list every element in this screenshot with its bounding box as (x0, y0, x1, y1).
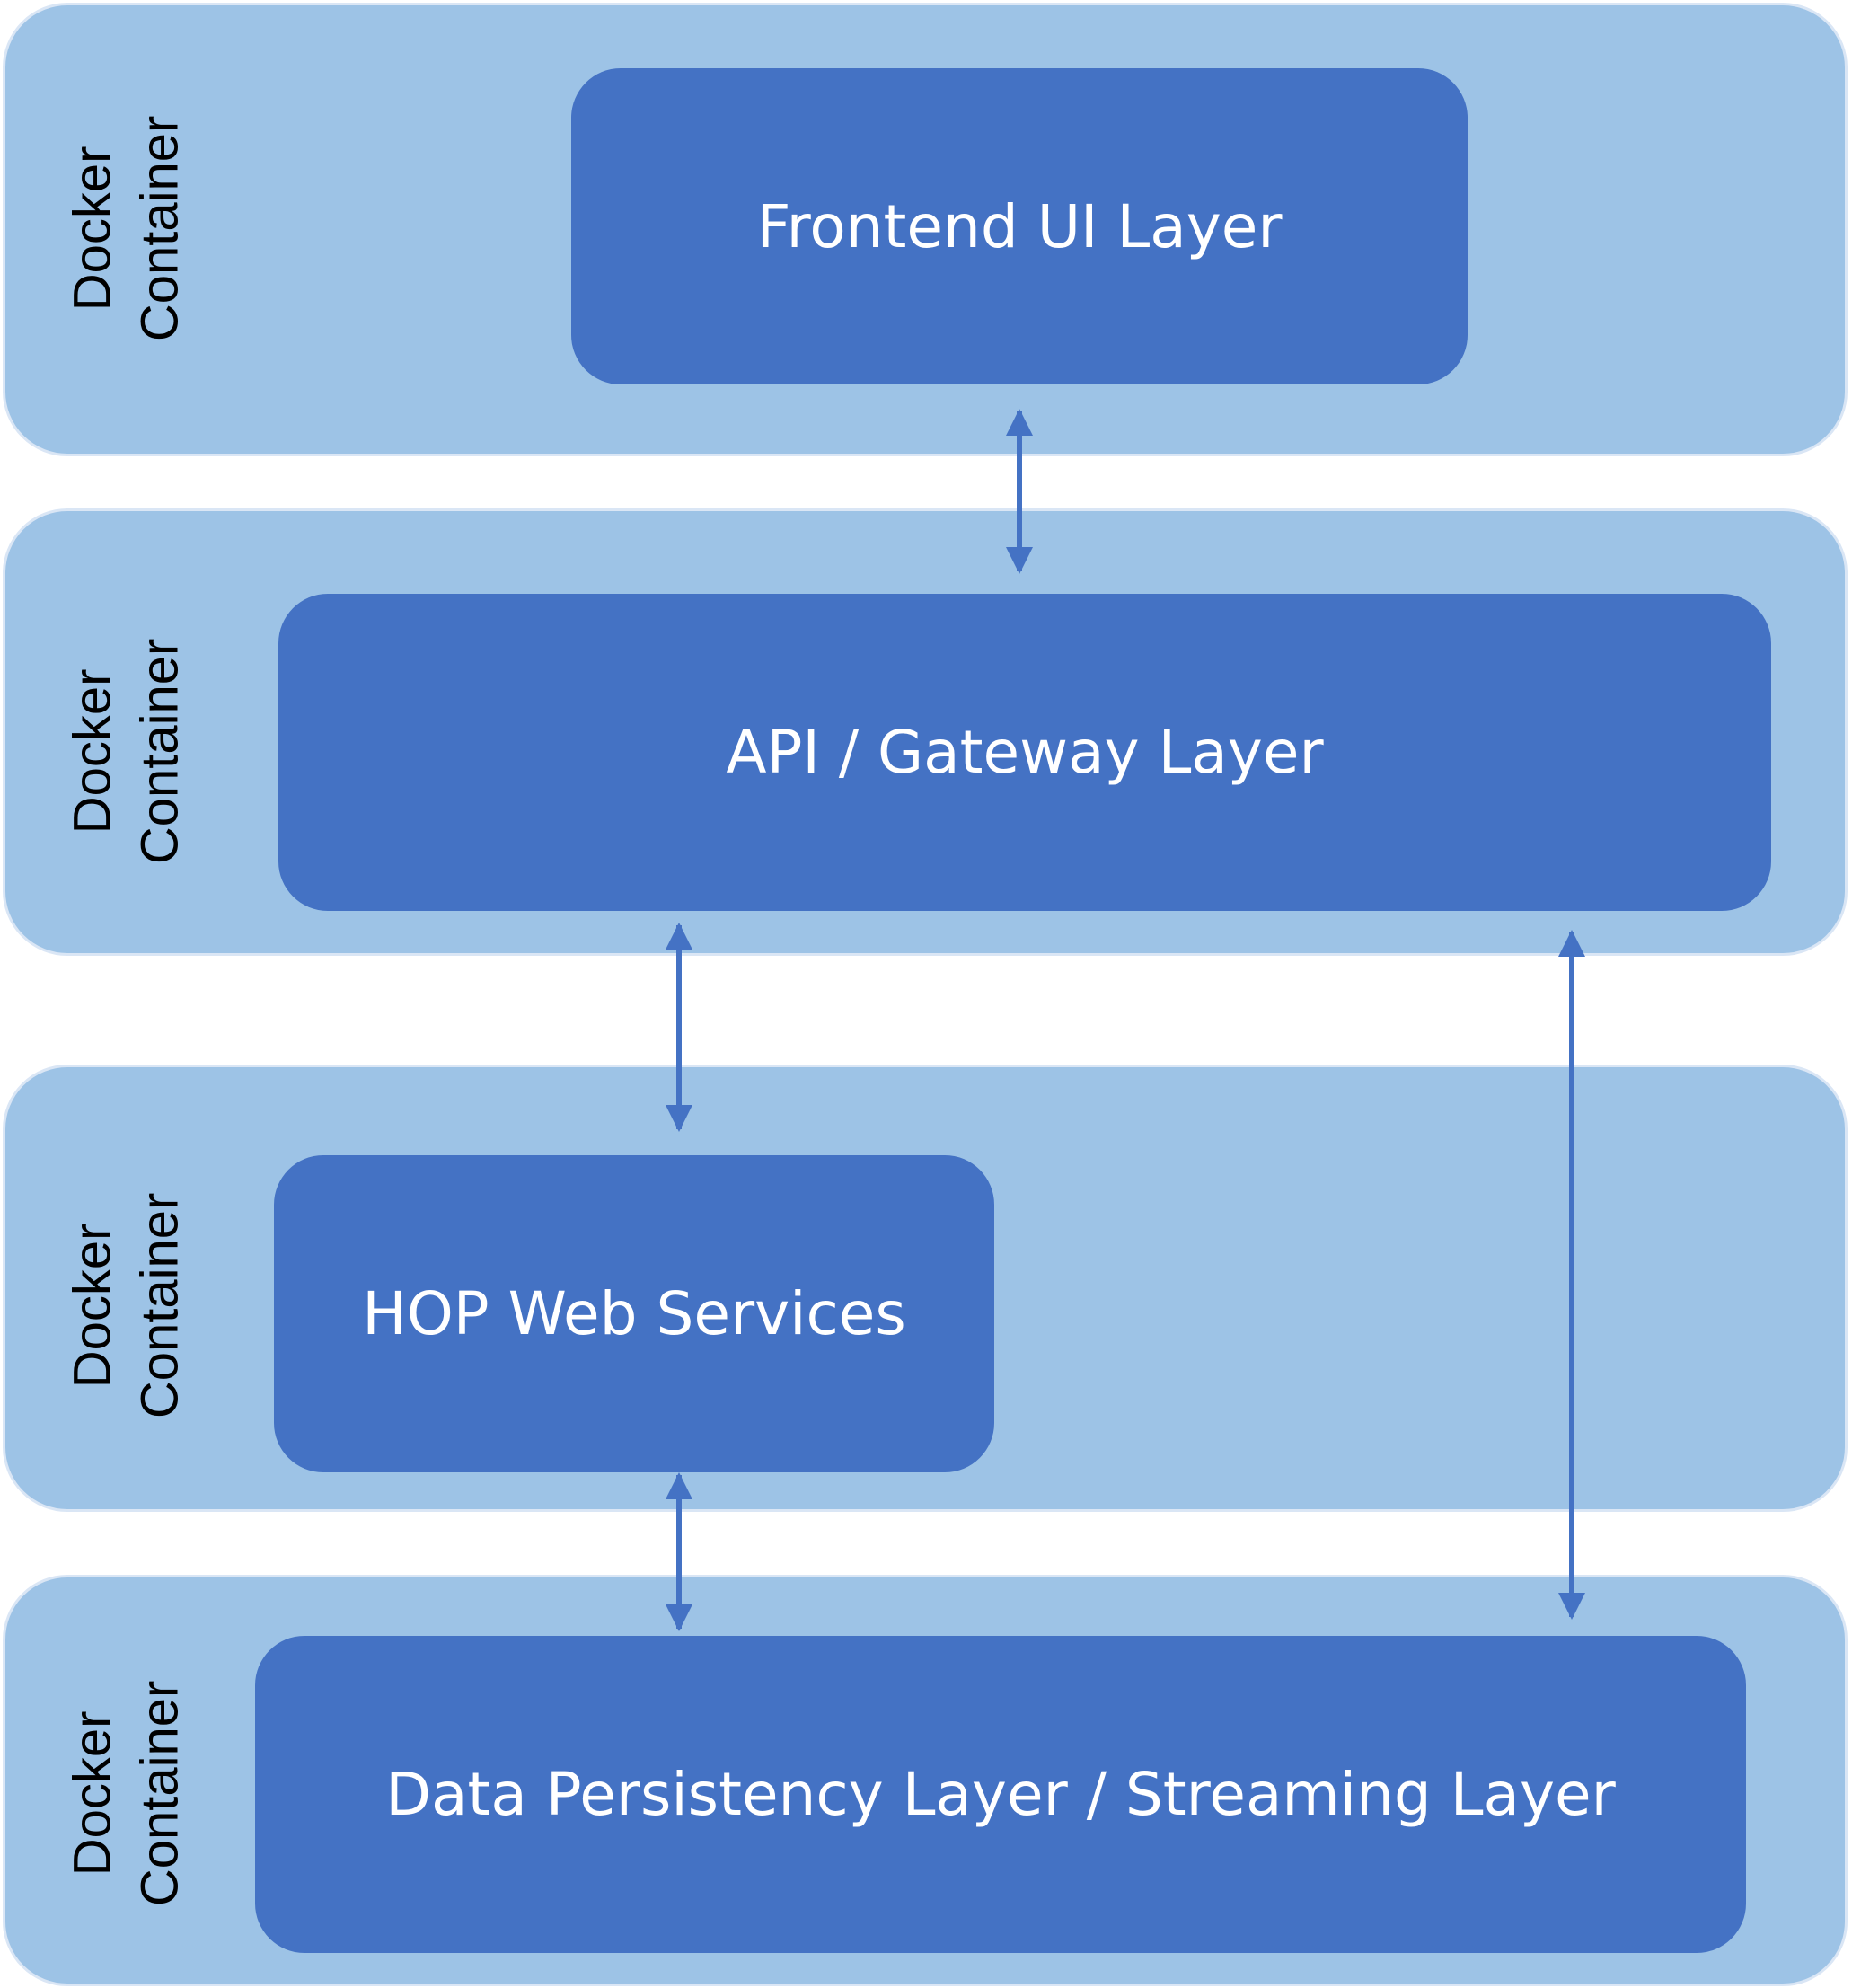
api-gateway-layer-box: API / Gateway Layer (278, 594, 1771, 911)
container-label-text: Docker Container (63, 115, 190, 341)
data-persistency-layer-box: Data Persistency Layer / Streaming Layer (255, 1636, 1746, 1953)
container-label-text: Docker Container (63, 638, 190, 864)
hop-web-services-label: HOP Web Services (362, 1279, 906, 1348)
container-label: Docker Container (59, 1667, 194, 1919)
container-label: Docker Container (59, 102, 194, 354)
hop-web-services-box: HOP Web Services (274, 1155, 994, 1472)
container-label-text: Docker Container (63, 1192, 190, 1418)
container-label-text: Docker Container (63, 1680, 190, 1906)
container-label: Docker Container (59, 625, 194, 877)
api-gateway-layer-label: API / Gateway Layer (726, 718, 1324, 787)
data-persistency-layer-label: Data Persistency Layer / Streaming Layer (385, 1760, 1616, 1829)
container-label: Docker Container (59, 1180, 194, 1431)
frontend-ui-layer-box: Frontend UI Layer (571, 68, 1468, 384)
frontend-ui-layer-label: Frontend UI Layer (756, 191, 1283, 261)
